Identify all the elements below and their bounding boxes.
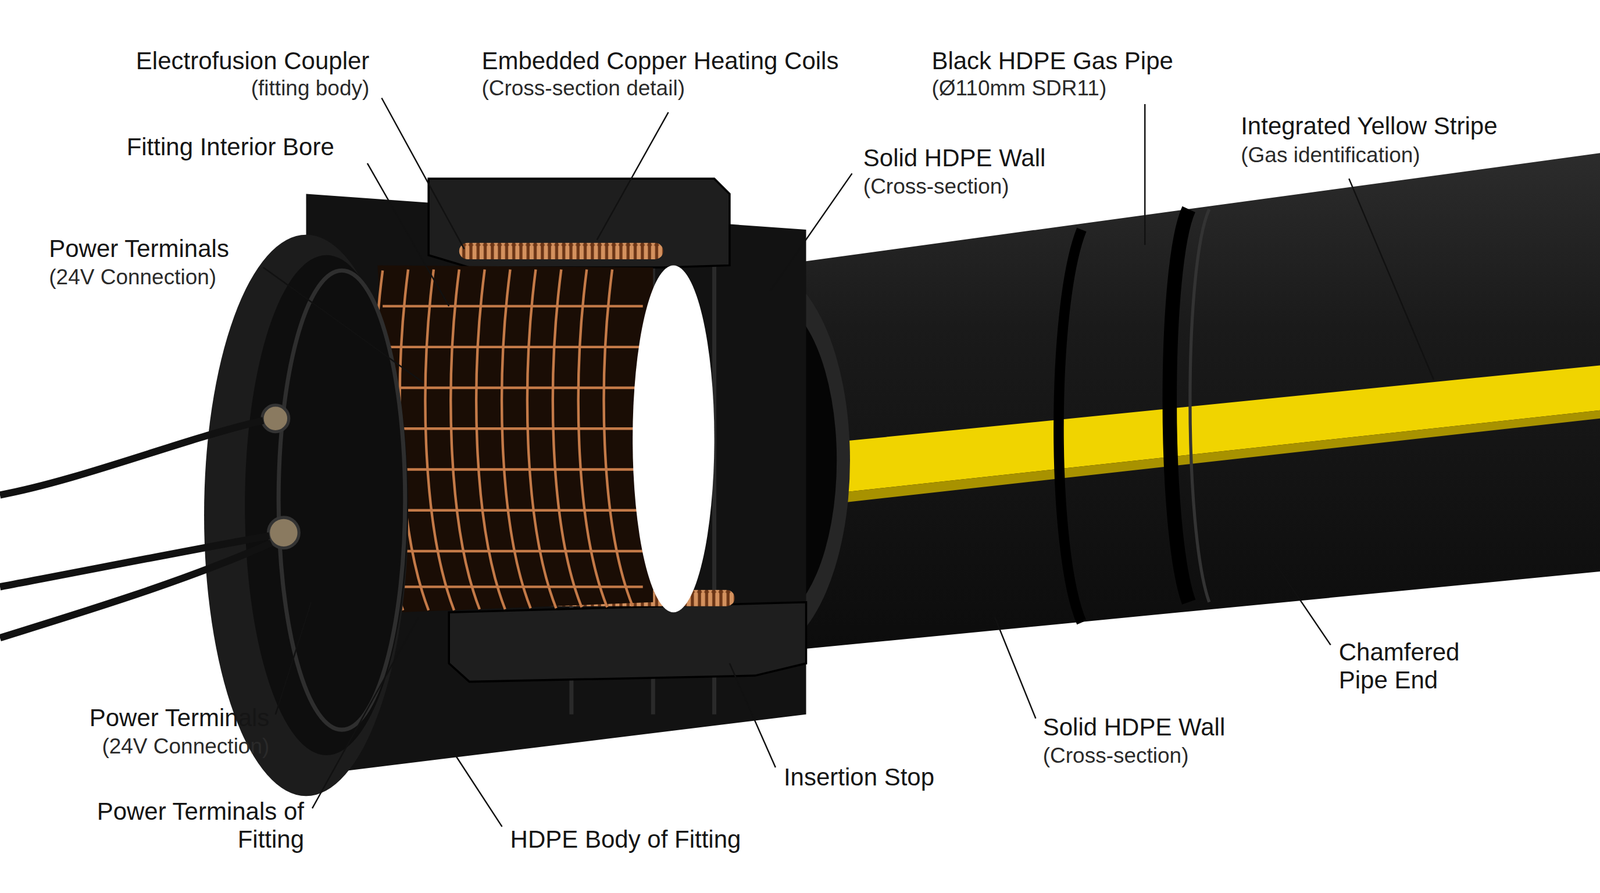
part-sublabel: (Gas identification) [1240, 143, 1420, 169]
part-label: Power Terminals of Fitting [94, 797, 305, 855]
part-sublabel: (Cross-section) [863, 174, 1010, 200]
part-label: Power Terminals [48, 234, 230, 263]
part-sublabel: (fitting body) [251, 76, 370, 102]
part-label: Black HDPE Gas Pipe [931, 47, 1174, 75]
part-sublabel: (Ø110mm SDR11) [931, 76, 1107, 102]
part-label: Embedded Copper Heating Coils [481, 47, 839, 75]
part-label: HDPE Body of Fitting [510, 825, 742, 854]
part-label: Fitting Interior Bore [126, 133, 335, 162]
part-label: Chamfered Pipe End [1338, 638, 1492, 695]
part-sublabel: (Cross-section detail) [481, 76, 685, 102]
part-label: Insertion Stop [783, 763, 935, 792]
part-label: Integrated Yellow Stripe [1240, 112, 1498, 141]
part-sublabel: (24V Connection) [48, 265, 217, 291]
part-sublabel: (Cross-section) [1043, 743, 1189, 769]
part-label: Electrofusion Coupler [136, 47, 370, 75]
part-label: Power Terminals [89, 704, 270, 732]
part-sublabel: (24V Connection) [101, 734, 270, 760]
part-label: Solid HDPE Wall [863, 144, 1046, 173]
part-label: Solid HDPE Wall [1043, 713, 1226, 742]
